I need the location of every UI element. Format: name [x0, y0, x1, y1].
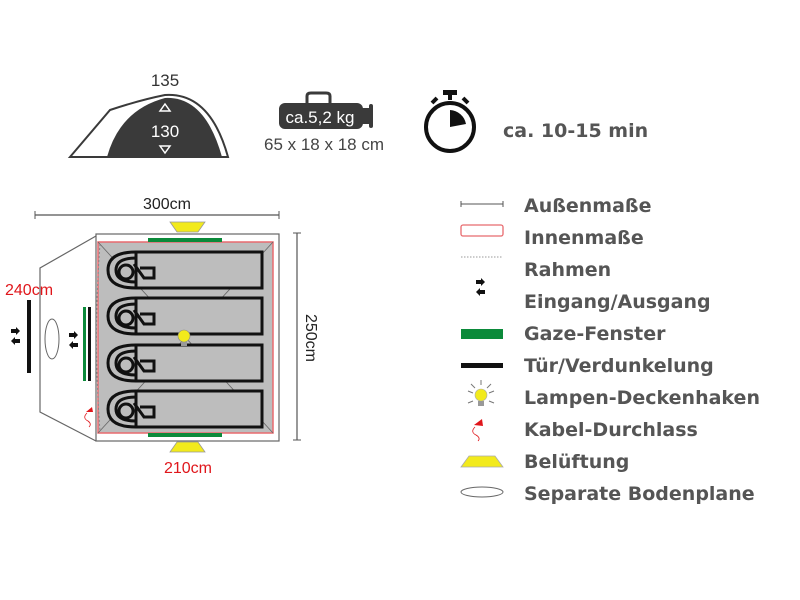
lamp-icon — [177, 329, 191, 346]
legend-label: Rahmen — [524, 259, 611, 281]
legend-label: Separate Bodenplane — [524, 483, 755, 505]
sleeping-place — [106, 343, 264, 383]
cable-plug-icon — [472, 419, 483, 442]
door-bar — [88, 307, 91, 381]
legend-label: Tür/Verdunkelung — [524, 355, 714, 377]
cable-plug-icon — [84, 407, 93, 428]
inner-width-label: 210cm — [164, 460, 212, 477]
green-bar-icon — [461, 329, 503, 339]
vestibule-width-label: 240cm — [5, 282, 53, 299]
floor-plan — [11, 211, 301, 453]
legend-label: Belüftung — [524, 451, 629, 473]
sleeping-place — [106, 296, 264, 336]
lamp-icon — [467, 380, 495, 406]
pack-weight: ca.5,2 kg — [286, 108, 355, 127]
red-rectangle-icon — [460, 224, 504, 237]
tent-profile-icon — [67, 93, 230, 158]
depth-label: 250cm — [302, 314, 319, 362]
vent-icon — [169, 221, 206, 233]
legend-label: Kabel-Durchlass — [524, 419, 698, 441]
legend-label: Lampen-Deckenhaken — [524, 387, 760, 409]
outer-width-label: 300cm — [143, 196, 191, 213]
legend — [460, 201, 504, 498]
legend-label: Außenmaße — [524, 195, 651, 217]
door-bar — [27, 300, 31, 373]
entrance-arrows-icon — [11, 327, 20, 345]
dimension-line-icon — [460, 201, 504, 207]
ellipse-icon — [460, 486, 504, 498]
pack-bag-icon — [279, 91, 373, 129]
stopwatch-icon — [424, 90, 476, 153]
setup-time: ca. 10-15 min — [503, 120, 648, 142]
sleeping-place — [106, 250, 264, 290]
outer-height-label: 135 — [151, 71, 179, 90]
legend-label: Innenmaße — [524, 227, 644, 249]
groundsheet-ellipse — [44, 318, 60, 360]
sleeping-place — [106, 389, 264, 429]
entrance-arrows-icon — [476, 278, 485, 296]
vent-icon — [169, 441, 206, 453]
pack-size: 65 x 18 x 18 cm — [264, 135, 384, 154]
legend-label: Gaze-Fenster — [524, 323, 666, 345]
mesh-bar — [83, 307, 86, 381]
vent-trapezoid-icon — [460, 455, 504, 468]
legend-label: Eingang/Ausgang — [524, 291, 711, 313]
black-bar-icon — [461, 363, 503, 368]
inner-height-label: 130 — [151, 122, 179, 141]
